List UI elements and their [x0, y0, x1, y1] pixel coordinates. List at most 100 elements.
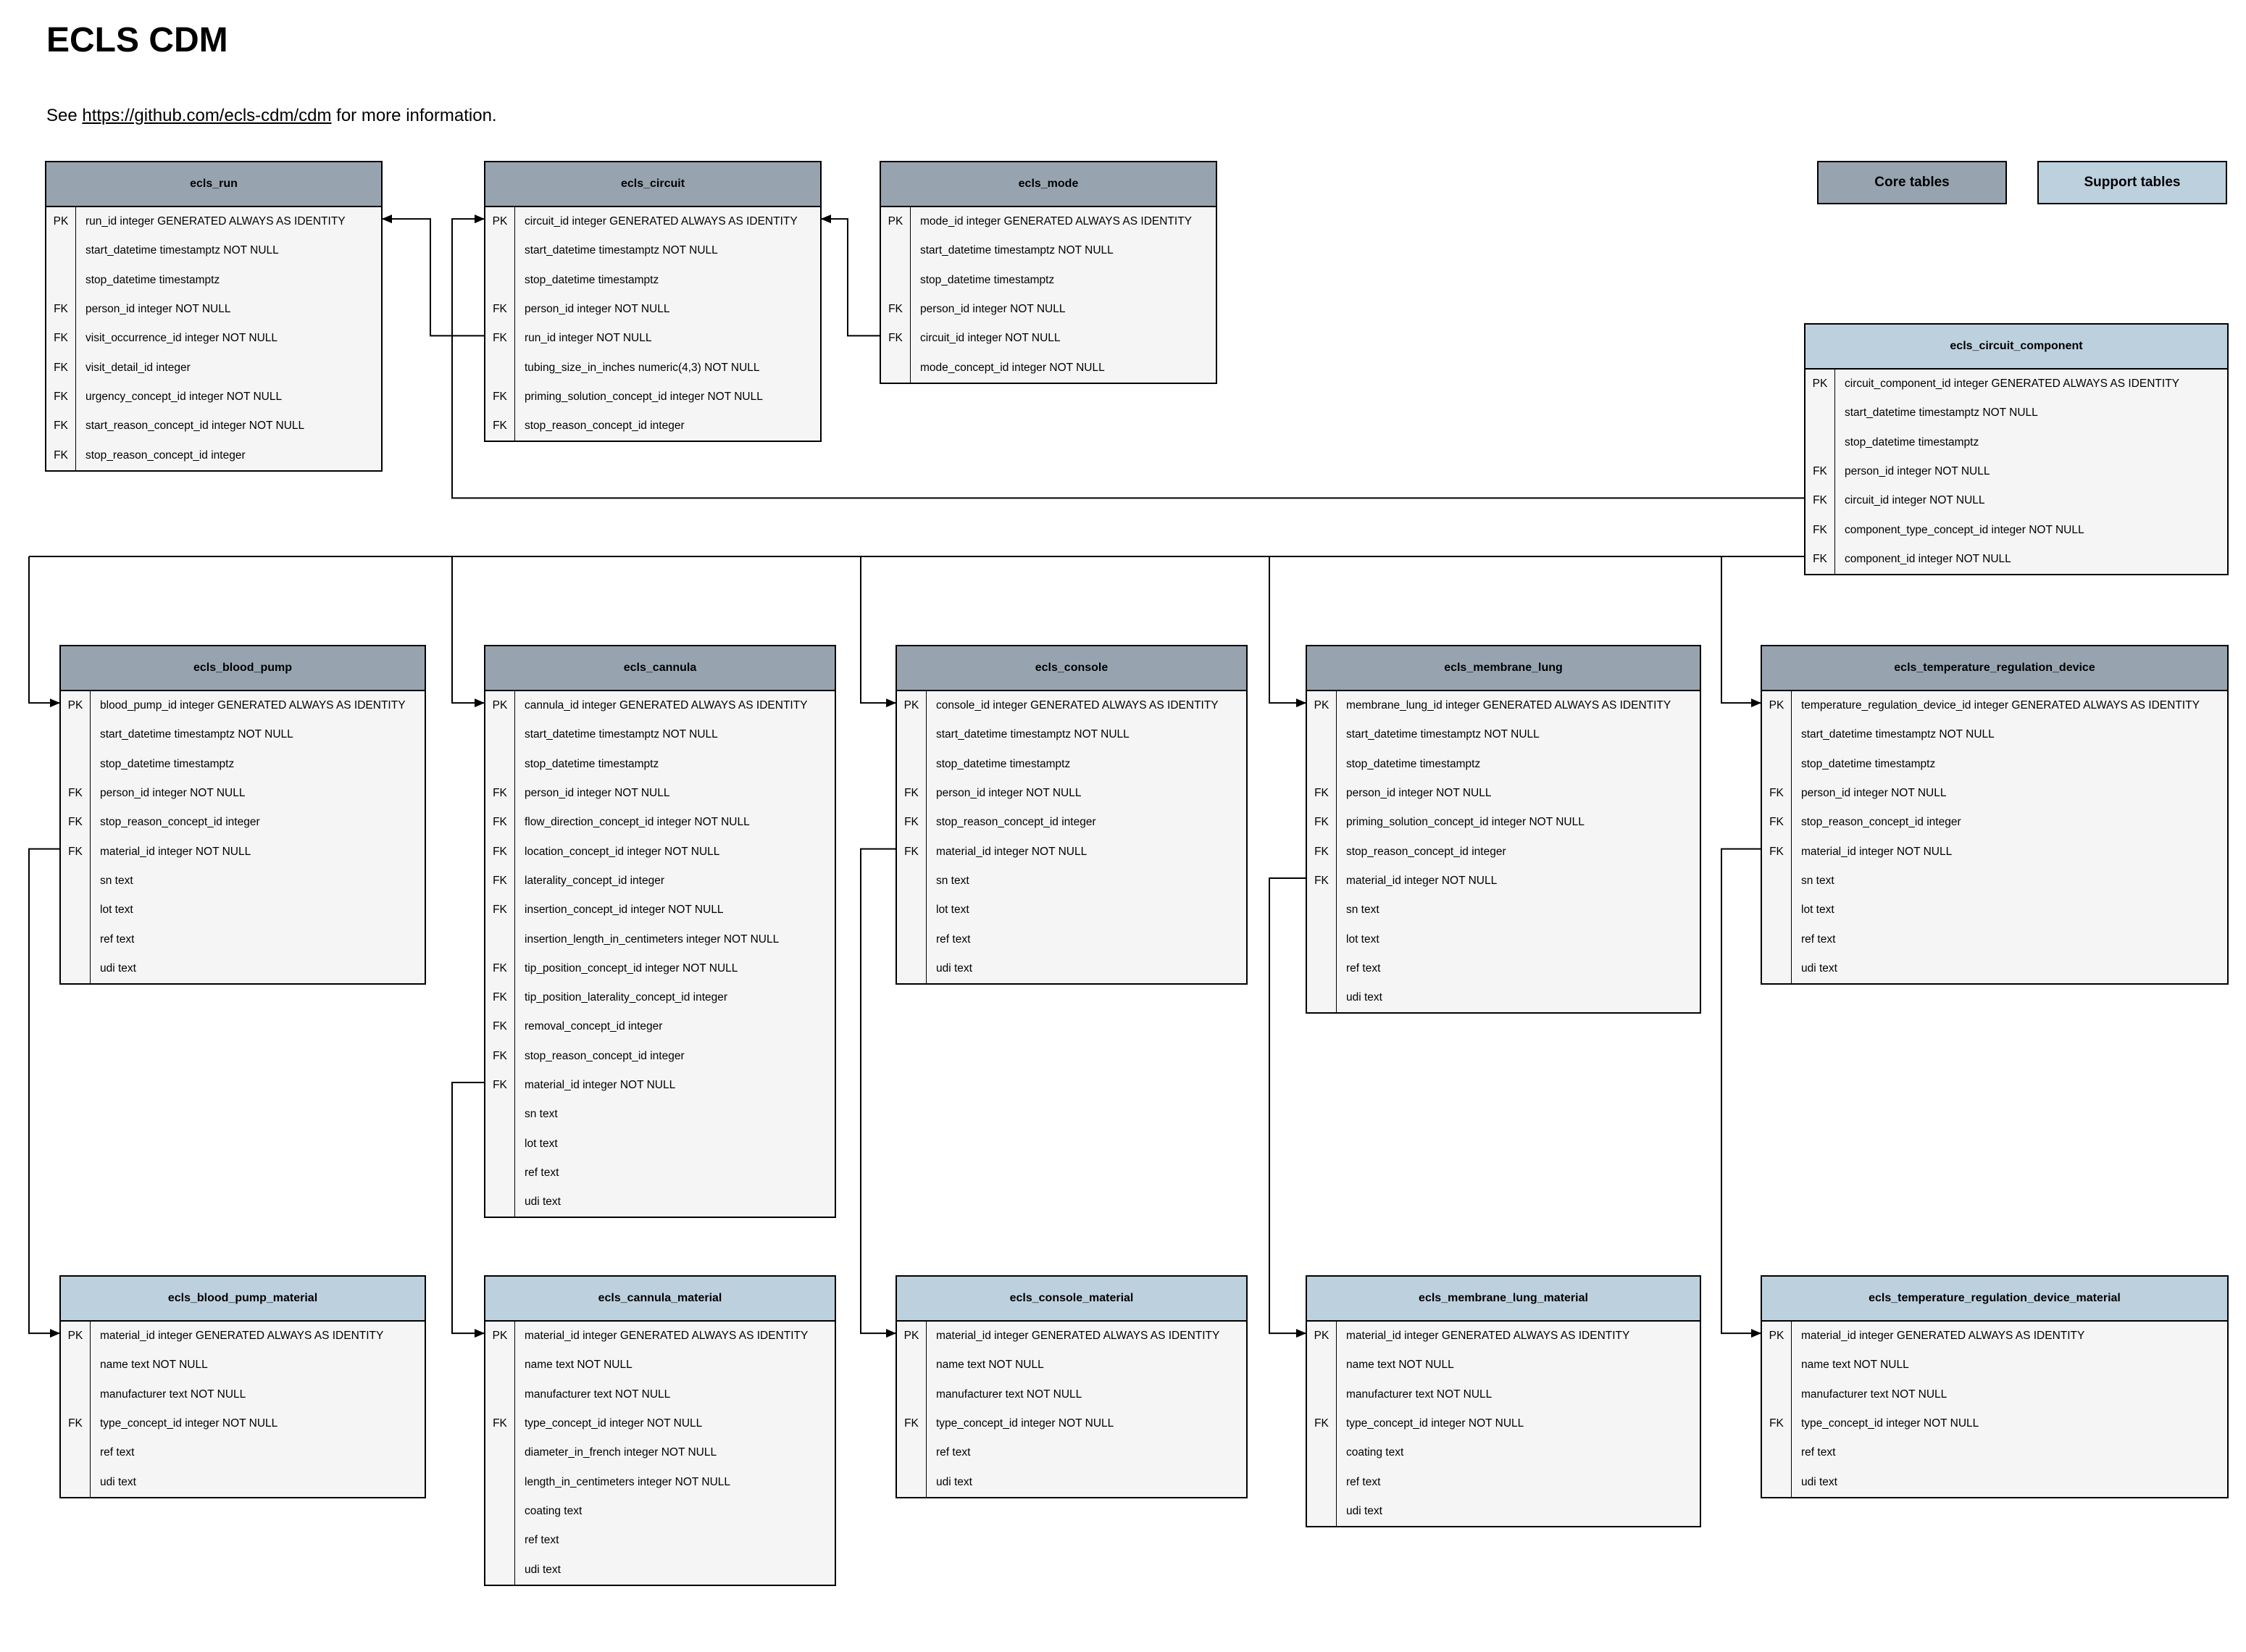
table-row: name text NOT NULL	[1307, 1351, 1700, 1380]
column-definition: start_datetime timestamptz NOT NULL	[920, 244, 1114, 257]
column-definition: material_id integer GENERATED ALWAYS AS …	[936, 1330, 1220, 1343]
key-badge: FK	[1769, 845, 1784, 858]
column-definition: insertion_concept_id integer NOT NULL	[525, 904, 724, 917]
column-definition: ref text	[936, 933, 971, 946]
table-row: stop_datetime timestamptz	[881, 266, 1216, 295]
column-definition: manufacturer text NOT NULL	[525, 1388, 671, 1401]
key-badge: PK	[1812, 377, 1828, 391]
column-definition: person_id integer NOT NULL	[85, 303, 231, 316]
column-definition: lot text	[1801, 904, 1834, 917]
key-badge: PK	[53, 215, 69, 228]
key-badge: FK	[1314, 787, 1329, 800]
key-badge: FK	[1769, 787, 1784, 800]
table-row: ref text	[1762, 925, 2227, 954]
table-body: PK run_id integer GENERATED ALWAYS AS IDE…	[46, 207, 381, 470]
column-definition: mode_concept_id integer NOT NULL	[920, 361, 1105, 374]
column-definition: ref text	[100, 933, 135, 946]
table-row: start_datetime timestamptz NOT NULL	[1805, 399, 2227, 427]
column-definition: coating text	[525, 1504, 583, 1517]
column-definition: stop_datetime timestamptz	[525, 273, 659, 286]
key-badge: FK	[1813, 494, 1827, 507]
column-definition: start_datetime timestamptz NOT NULL	[525, 728, 718, 741]
fk-mode-circuit	[821, 214, 880, 337]
key-badge: FK	[493, 991, 507, 1004]
table-row: udi text	[1762, 1467, 2227, 1496]
table-row: sn text	[485, 1100, 835, 1129]
column-definition: stop_datetime timestamptz	[525, 757, 659, 770]
column-definition: stop_reason_concept_id integer	[1801, 816, 1961, 829]
table-row: name text NOT NULL	[61, 1351, 425, 1380]
table-row: lot text	[61, 896, 425, 925]
key-badge: FK	[904, 787, 919, 800]
key-badge: FK	[493, 1049, 507, 1062]
column-definition: lot text	[936, 904, 969, 917]
subtitle-suffix: for more information.	[331, 106, 497, 125]
key-badge: PK	[67, 699, 83, 712]
key-badge: PK	[903, 1330, 919, 1343]
table-body: PK material_id integer GENERATED ALWAYS A…	[897, 1322, 1246, 1497]
column-definition: stop_reason_concept_id integer	[525, 420, 685, 433]
table-row: udi text	[485, 1555, 835, 1584]
table-row: start_datetime timestamptz NOT NULL	[1307, 720, 1700, 749]
column-definition: sn text	[936, 874, 969, 887]
key-badge: FK	[68, 1417, 83, 1430]
key-badge: FK	[1314, 874, 1329, 887]
column-definition: manufacturer text NOT NULL	[1801, 1388, 1947, 1401]
column-definition: lot text	[100, 904, 133, 917]
column-definition: ref text	[525, 1534, 559, 1547]
key-badge: FK	[888, 303, 903, 316]
table-row: manufacturer text NOT NULL	[61, 1380, 425, 1409]
table-row: stop_datetime timestamptz	[46, 266, 381, 295]
column-definition: ref text	[936, 1446, 971, 1459]
key-badge: FK	[54, 390, 68, 403]
column-definition: priming_solution_concept_id integer NOT …	[525, 390, 763, 403]
table-row: ref text	[61, 925, 425, 954]
table-row: stop_datetime timestamptz	[1762, 750, 2227, 779]
column-definition: start_datetime timestamptz NOT NULL	[1845, 406, 2038, 420]
key-badge: FK	[1769, 1417, 1784, 1430]
table-row: udi text	[897, 954, 1246, 983]
table-row: udi text	[897, 1467, 1246, 1496]
key-badge: FK	[493, 874, 507, 887]
column-definition: start_datetime timestamptz NOT NULL	[936, 728, 1130, 741]
key-badge: FK	[1813, 523, 1827, 536]
fk-temperature-regulation-device-material	[1721, 848, 1761, 1338]
table-row: lot text	[485, 1129, 835, 1158]
column-definition: udi text	[100, 1475, 136, 1488]
table-header: ecls_cannula	[485, 646, 835, 691]
column-definition: run_id integer GENERATED ALWAYS AS IDENT…	[85, 215, 346, 228]
table-row: manufacturer text NOT NULL	[897, 1380, 1246, 1409]
column-definition: name text NOT NULL	[1346, 1359, 1454, 1372]
fk-blood-pump-material	[28, 848, 60, 1338]
table-row: udi text	[1762, 954, 2227, 983]
column-definition: ref text	[525, 1166, 559, 1179]
key-badge: FK	[493, 332, 507, 345]
table-row: name text NOT NULL	[485, 1351, 835, 1380]
column-definition: circuit_id integer GENERATED ALWAYS AS I…	[525, 215, 798, 228]
repository-link[interactable]: https://github.com/ecls-cdm/cdm	[82, 106, 332, 125]
column-definition: udi text	[1346, 1504, 1382, 1517]
column-definition: start_datetime timestamptz NOT NULL	[85, 244, 279, 257]
column-definition: ref text	[1801, 1446, 1836, 1459]
column-definition: name text NOT NULL	[525, 1359, 633, 1372]
column-definition: material_id integer NOT NULL	[936, 845, 1087, 858]
